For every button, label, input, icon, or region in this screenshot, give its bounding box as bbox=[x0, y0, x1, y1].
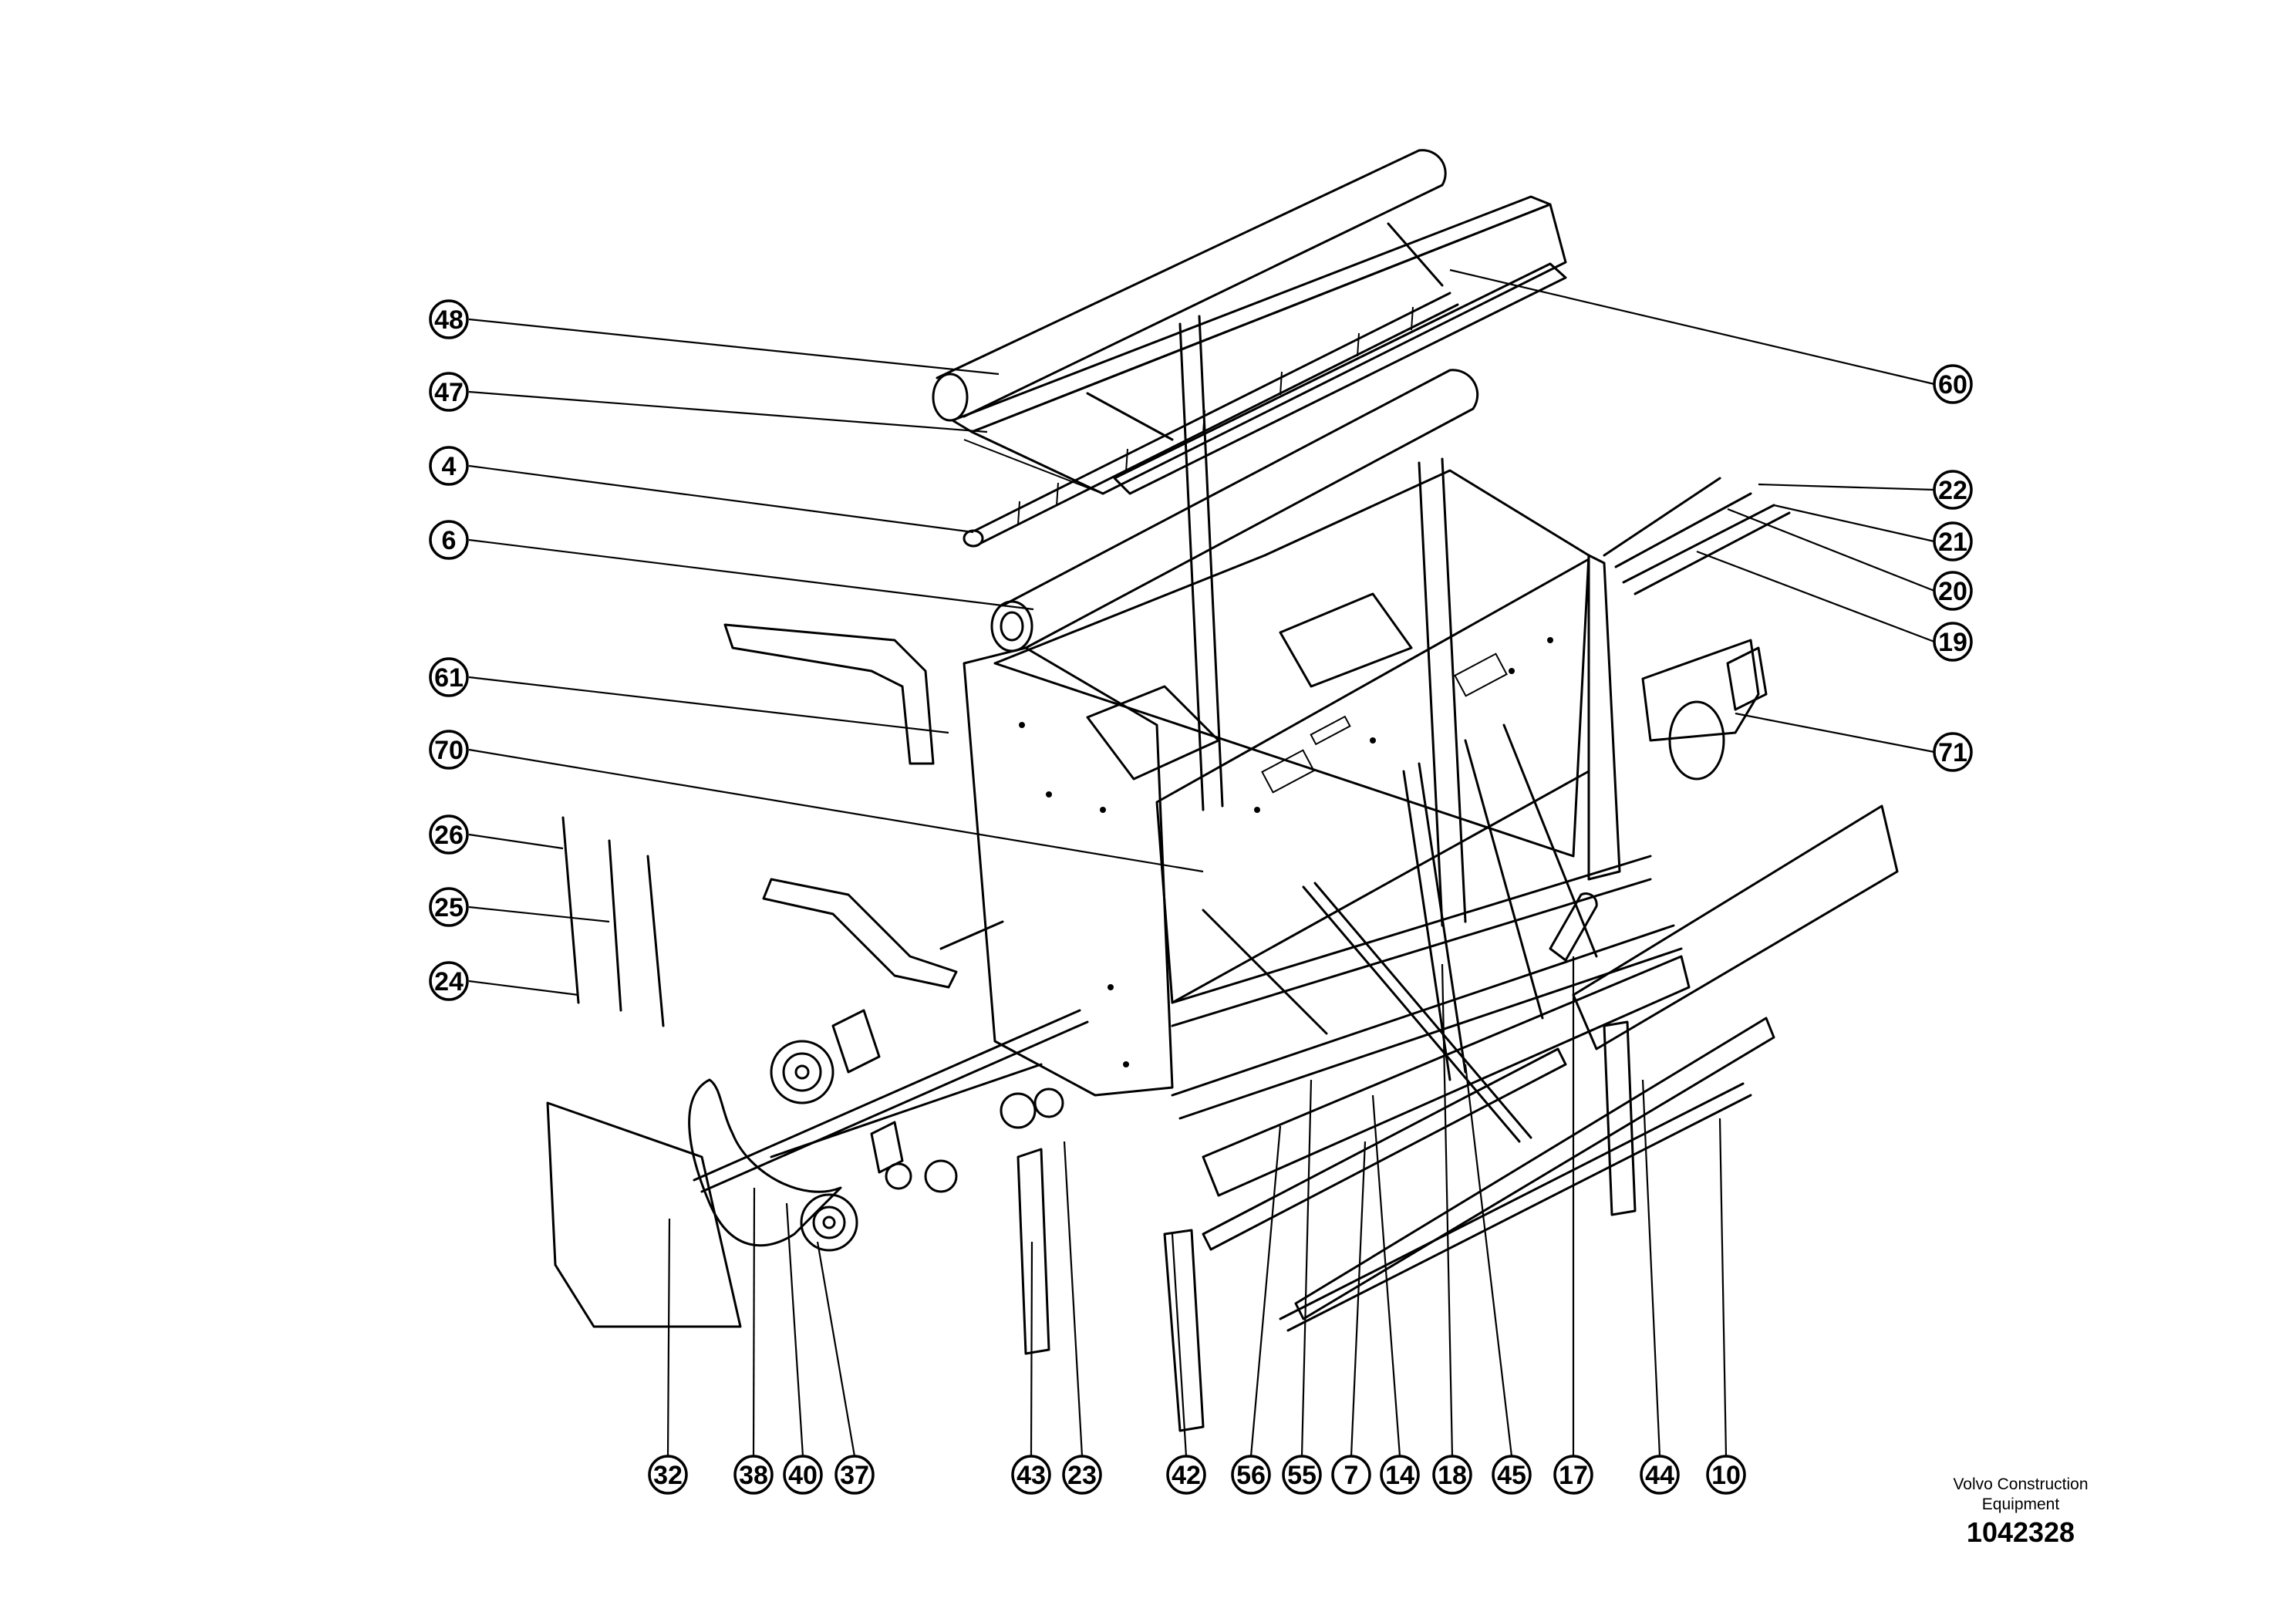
svg-text:44: 44 bbox=[1645, 1461, 1674, 1490]
callout-17: 17 bbox=[1553, 1455, 1593, 1495]
callout-25: 25 bbox=[429, 887, 469, 927]
svg-text:25: 25 bbox=[434, 893, 464, 922]
svg-text:37: 37 bbox=[840, 1461, 869, 1490]
callout-21: 21 bbox=[1933, 521, 1973, 561]
svg-text:38: 38 bbox=[739, 1461, 768, 1490]
document-number: 1042328 bbox=[1966, 1516, 2075, 1548]
svg-text:70: 70 bbox=[434, 736, 464, 765]
callout-26: 26 bbox=[429, 814, 469, 855]
top-roller-assembly bbox=[932, 149, 1567, 653]
svg-text:24: 24 bbox=[434, 967, 464, 996]
svg-text:40: 40 bbox=[788, 1461, 818, 1490]
callout-70: 70 bbox=[429, 730, 469, 770]
manufacturer-caption: Volvo Construction Equipment bbox=[1905, 1475, 2136, 1515]
manufacturer-line-1: Volvo Construction bbox=[1953, 1475, 2089, 1493]
callout-22: 22 bbox=[1933, 470, 1973, 510]
callout-71: 71 bbox=[1933, 732, 1973, 772]
callout-56: 56 bbox=[1231, 1455, 1271, 1495]
svg-text:20: 20 bbox=[1938, 577, 1967, 606]
svg-text:48: 48 bbox=[434, 305, 464, 335]
callout-55: 55 bbox=[1282, 1455, 1322, 1495]
callout-40: 40 bbox=[783, 1455, 823, 1495]
manufacturer-line-2: Equipment bbox=[1981, 1496, 2060, 1513]
svg-text:26: 26 bbox=[434, 821, 464, 850]
callout-24: 24 bbox=[429, 961, 469, 1001]
svg-text:17: 17 bbox=[1559, 1461, 1588, 1490]
svg-text:47: 47 bbox=[434, 378, 464, 407]
svg-text:4: 4 bbox=[442, 452, 457, 481]
callout-61: 61 bbox=[429, 657, 469, 697]
svg-text:18: 18 bbox=[1438, 1461, 1467, 1490]
svg-text:60: 60 bbox=[1938, 370, 1967, 400]
callout-10: 10 bbox=[1706, 1455, 1746, 1495]
callout-18: 18 bbox=[1432, 1455, 1472, 1495]
svg-text:32: 32 bbox=[653, 1461, 683, 1490]
callout-6: 6 bbox=[429, 520, 469, 560]
svg-text:14: 14 bbox=[1385, 1461, 1414, 1490]
svg-text:71: 71 bbox=[1938, 738, 1967, 767]
callout-45: 45 bbox=[1492, 1455, 1532, 1495]
svg-text:23: 23 bbox=[1067, 1461, 1097, 1490]
callout-32: 32 bbox=[648, 1455, 688, 1495]
svg-text:7: 7 bbox=[1344, 1461, 1359, 1490]
callout-42: 42 bbox=[1166, 1455, 1206, 1495]
drive-assembly bbox=[561, 816, 1089, 1252]
callout-43: 43 bbox=[1011, 1455, 1051, 1495]
svg-text:45: 45 bbox=[1497, 1461, 1526, 1490]
callout-47: 47 bbox=[429, 372, 469, 412]
callout-60: 60 bbox=[1933, 364, 1973, 404]
callout-19: 19 bbox=[1933, 622, 1973, 662]
svg-text:56: 56 bbox=[1236, 1461, 1266, 1490]
callout-38: 38 bbox=[733, 1455, 774, 1495]
callout-23: 23 bbox=[1062, 1455, 1102, 1495]
leader-lines bbox=[468, 268, 1935, 1457]
callout-14: 14 bbox=[1380, 1455, 1420, 1495]
callout-44: 44 bbox=[1640, 1455, 1680, 1495]
svg-text:22: 22 bbox=[1938, 476, 1967, 505]
svg-text:43: 43 bbox=[1017, 1461, 1046, 1490]
svg-text:6: 6 bbox=[442, 526, 457, 555]
callout-7: 7 bbox=[1331, 1455, 1371, 1495]
callout-4: 4 bbox=[429, 446, 469, 486]
callout-37: 37 bbox=[834, 1455, 875, 1495]
callout-48: 48 bbox=[429, 299, 469, 339]
side-guards bbox=[546, 477, 1899, 1332]
svg-text:55: 55 bbox=[1287, 1461, 1317, 1490]
main-frame bbox=[963, 315, 1691, 1432]
svg-text:10: 10 bbox=[1711, 1461, 1741, 1490]
svg-text:42: 42 bbox=[1172, 1461, 1201, 1490]
svg-text:61: 61 bbox=[434, 663, 464, 693]
callout-20: 20 bbox=[1933, 571, 1973, 611]
svg-text:19: 19 bbox=[1938, 628, 1967, 657]
svg-text:21: 21 bbox=[1938, 528, 1967, 557]
